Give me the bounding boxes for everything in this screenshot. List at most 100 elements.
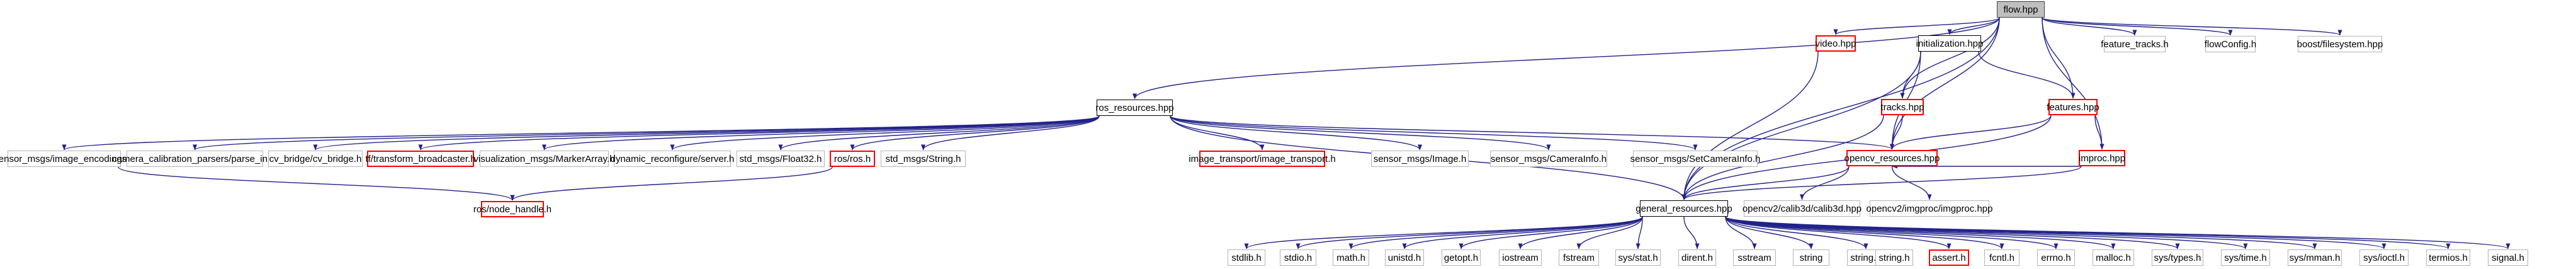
graph-node-iostream[interactable]: iostream — [1499, 249, 1542, 266]
graph-node-improc[interactable]: improc.hpp — [2079, 150, 2125, 166]
graph-node-sensor_image[interactable]: sensor_msgs/Image.h — [1371, 151, 1469, 167]
graph-edge — [1576, 216, 1643, 249]
graph-edge — [1890, 115, 1903, 150]
graph-edge — [62, 115, 1100, 151]
graph-node-systime[interactable]: sys/time.h — [2221, 249, 2270, 266]
graph-node-signal[interactable]: signal.h — [2488, 249, 2528, 266]
graph-edge — [1900, 51, 1921, 99]
graph-node-fcntl[interactable]: fcntl.h — [1984, 249, 2020, 266]
graph-edge — [1170, 115, 1894, 150]
graph-node-feature_tracks[interactable]: feature_tracks.h — [2101, 36, 2169, 52]
graph-edge — [1244, 216, 1643, 249]
graph-node-math[interactable]: math.h — [1333, 249, 1369, 266]
graph-edge — [1683, 216, 1700, 249]
graph-node-sysmman[interactable]: sys/mman.h — [2288, 249, 2342, 266]
graph-node-stdlib[interactable]: stdlib.h — [1228, 249, 1265, 266]
graph-node-fstream[interactable]: fstream — [1559, 249, 1599, 266]
graph-node-initialization[interactable]: initialization.hpp — [1916, 35, 1983, 52]
graph-edge — [1170, 115, 1265, 151]
graph-edge — [1890, 115, 2052, 150]
graph-edge — [2042, 17, 2342, 36]
graph-edge — [2094, 115, 2104, 150]
graph-node-image_transport[interactable]: image_transport/image_transport.h — [1189, 151, 1336, 167]
graph-edge — [850, 115, 1100, 151]
graph-node-general_resources[interactable]: general_resources.hpp — [1635, 200, 1732, 217]
graph-edge — [1947, 17, 2000, 35]
graph-edge — [1800, 166, 1850, 200]
graph-edge — [1170, 115, 1698, 151]
graph-edge — [418, 115, 1100, 151]
graph-edge — [1725, 216, 2180, 249]
graph-edge — [1833, 17, 2000, 35]
graph-edge — [1725, 216, 2451, 249]
graph-node-tracks[interactable]: tracks.hpp — [1880, 99, 1924, 115]
graph-node-sstream[interactable]: sstream — [1733, 249, 1776, 266]
graph-edge — [1978, 51, 2076, 99]
graph-node-sensor_camerainfo[interactable]: sensor_msgs/CameraInfo.h — [1490, 151, 1607, 167]
graph-node-malloc[interactable]: malloc.h — [2093, 249, 2134, 266]
graph-node-dirent[interactable]: dirent.h — [1678, 249, 1716, 266]
graph-node-calib3d[interactable]: opencv2/calib3d/calib3d.hpp — [1743, 200, 1861, 217]
graph-edge — [1681, 51, 1921, 200]
graph-node-ros_resources[interactable]: ros_resources.hpp — [1095, 100, 1174, 116]
graph-node-tf_broadcaster[interactable]: tf/transform_broadcaster.h — [365, 151, 476, 167]
graph-node-node_handle[interactable]: ros/node_handle.h — [473, 201, 551, 217]
graph-edge — [1725, 216, 1868, 249]
graph-node-string[interactable]: string — [1793, 249, 1829, 266]
graph-node-video[interactable]: video.hpp — [1815, 35, 1856, 52]
graph-edge — [1725, 216, 1814, 249]
graph-node-std_string[interactable]: std_msgs/String.h — [881, 151, 966, 167]
graph-node-flow[interactable]: flow.hpp — [1997, 1, 2045, 18]
graph-edge — [1296, 216, 1643, 249]
graph-node-std_float32[interactable]: std_msgs/Float32.h — [737, 151, 825, 167]
graph-edge — [1133, 17, 2000, 100]
graph-edge — [1635, 216, 1643, 249]
graph-node-termios[interactable]: termios.h — [2426, 249, 2470, 266]
graph-edge — [778, 115, 1100, 151]
graph-edge — [1402, 216, 1643, 249]
graph-node-stdio[interactable]: stdio.h — [1280, 249, 1316, 266]
graph-node-systypes[interactable]: sys/types.h — [2152, 249, 2203, 266]
graph-edge — [1725, 216, 1952, 249]
graph-edge — [1681, 166, 1850, 200]
graph-edge — [1725, 216, 2511, 249]
graph-edge — [670, 115, 1100, 151]
graph-node-sysstat[interactable]: sys/stat.h — [1615, 249, 1661, 266]
graph-node-errno[interactable]: errno.h — [2037, 249, 2075, 266]
graph-node-sensor_setcamerainfo[interactable]: sensor_msgs/SetCameraInfo.h — [1630, 151, 1760, 167]
graph-edge — [1725, 216, 2059, 249]
graph-edge — [1170, 115, 1422, 151]
graph-edge — [1900, 17, 2000, 99]
graph-node-unistd[interactable]: unistd.h — [1385, 249, 1424, 266]
graph-edge — [1891, 166, 1932, 200]
graph-node-cv_bridge[interactable]: cv_bridge/cv_bridge.h — [268, 151, 363, 167]
graph-node-stringh2[interactable]: string.h — [1875, 249, 1913, 266]
graph-edge — [1348, 216, 1643, 249]
graph-edge — [1725, 216, 2317, 249]
graph-edge — [2042, 17, 2137, 36]
graph-node-boost_filesystem[interactable]: boost/filesystem.hpp — [2297, 36, 2383, 52]
graph-edge — [2042, 17, 2104, 150]
graph-node-marker_array[interactable]: visualization_msgs/MarkerArray.h — [474, 151, 614, 167]
graph-node-assert[interactable]: assert.h — [1929, 249, 1969, 266]
graph-node-imgproc[interactable]: opencv2/imgproc/imgproc.hpp — [1867, 200, 1992, 217]
graph-node-parse_ini[interactable]: camera_calibration_parsers/parse_ini.h — [112, 151, 278, 167]
graph-node-getopt[interactable]: getopt.h — [1442, 249, 1481, 266]
graph-edge — [2042, 17, 2076, 99]
graph-edge — [542, 115, 1100, 151]
graph-edge — [1681, 51, 1819, 200]
graph-node-ros_ros[interactable]: ros/ros.h — [830, 151, 875, 167]
graph-node-sysioctl[interactable]: sys/ioctl.h — [2359, 249, 2409, 266]
graph-edge — [1681, 166, 2082, 200]
graph-node-opencv_resources[interactable]: opencv_resources.hpp — [1844, 150, 1940, 166]
graph-node-features[interactable]: features.hpp — [2047, 99, 2099, 115]
graph-edge — [1725, 216, 1757, 249]
graph-edge — [1725, 216, 2004, 249]
graph-edge — [193, 115, 1100, 151]
graph-node-dyn_reconfigure[interactable]: dynamic_reconfigure/server.h — [611, 151, 734, 167]
graph-node-image_encodings[interactable]: sensor_msgs/image_encodings.h — [0, 151, 135, 167]
graph-edge — [1725, 216, 2248, 249]
graph-edge — [1725, 216, 2387, 249]
graph-node-flowConfig[interactable]: flowConfig.h — [2205, 36, 2256, 52]
